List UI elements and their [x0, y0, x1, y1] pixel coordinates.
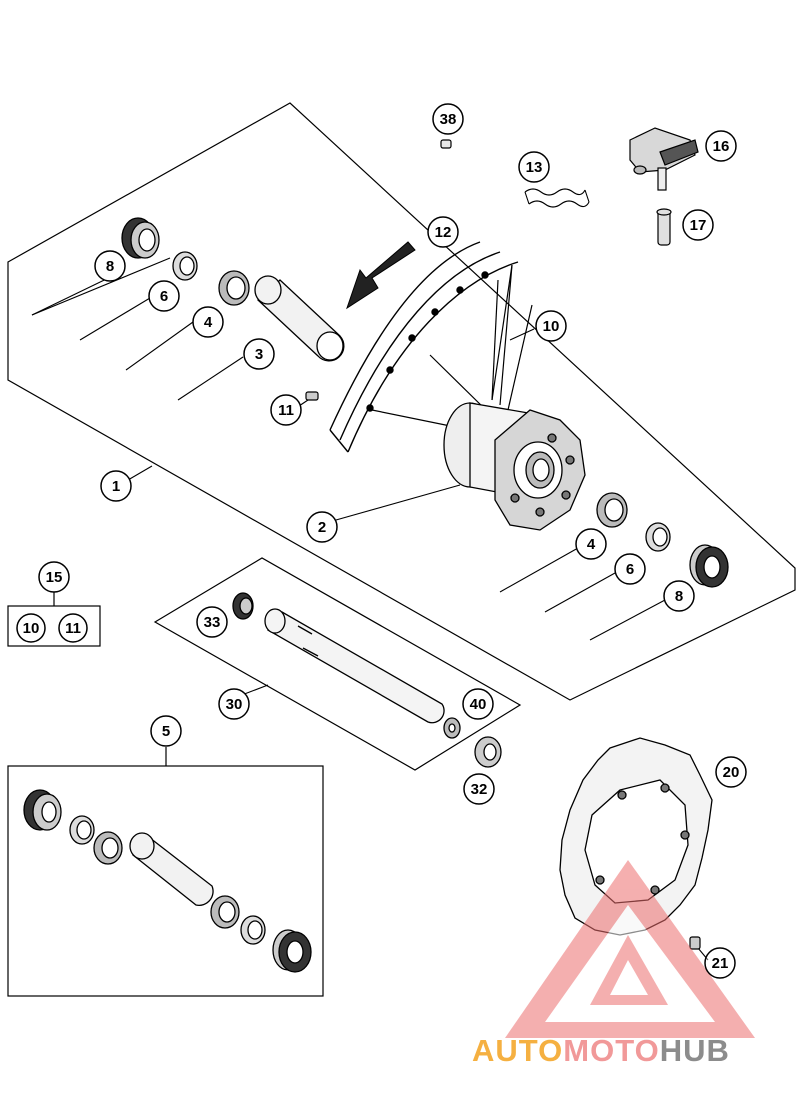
callout-6-left: 6 [148, 280, 180, 312]
bearing-kit-5-contents [23, 789, 312, 973]
svg-text:30: 30 [226, 696, 243, 713]
callout-40: 40 [462, 688, 494, 720]
part-38-valve-cap [440, 139, 452, 149]
part-2-hub [443, 402, 586, 531]
svg-text:11: 11 [65, 620, 81, 637]
svg-text:17: 17 [690, 217, 707, 234]
callout-11-kit: 11 [58, 613, 88, 643]
svg-text:40: 40 [470, 696, 487, 713]
part-33-collar [232, 592, 254, 620]
part-20-brake-disc [559, 737, 713, 936]
part-6-ring-right [645, 522, 671, 552]
watermark-part-moto: MOTO [563, 1033, 660, 1068]
callout-10-kit: 10 [16, 613, 46, 643]
callout-5: 5 [150, 715, 182, 747]
part-10-spokes [371, 264, 533, 431]
part-11-spoke-nipple [305, 391, 319, 401]
callout-2: 2 [306, 511, 338, 543]
callout-4-right: 4 [575, 528, 607, 560]
svg-text:10: 10 [23, 620, 40, 637]
part-8-seal-right [689, 544, 729, 588]
svg-text:21: 21 [712, 955, 729, 972]
part-4-bearing-right [596, 492, 628, 528]
svg-text:4: 4 [204, 314, 213, 331]
watermark-part-hub: HUB [659, 1033, 730, 1068]
part-4-bearing-left [218, 270, 250, 306]
svg-text:16: 16 [713, 138, 730, 155]
svg-text:6: 6 [626, 561, 634, 578]
callout-15: 15 [38, 561, 70, 593]
callout-12: 12 [427, 216, 459, 248]
callout-33: 33 [196, 606, 228, 638]
svg-text:3: 3 [255, 346, 263, 363]
callout-1: 1 [100, 470, 132, 502]
svg-text:12: 12 [435, 224, 452, 241]
svg-text:8: 8 [106, 258, 114, 275]
callout-3: 3 [243, 338, 275, 370]
part-40-washer [443, 717, 461, 739]
callout-6-right: 6 [614, 553, 646, 585]
svg-text:6: 6 [160, 288, 168, 305]
callout-13: 13 [518, 151, 550, 183]
part-17-nut [656, 208, 672, 246]
svg-text:8: 8 [675, 588, 683, 605]
axle-frame [153, 557, 522, 771]
part-13-rim-tape [524, 188, 590, 208]
callout-21: 21 [704, 947, 736, 979]
svg-text:2: 2 [318, 519, 326, 536]
part-6-ring-left [172, 251, 198, 281]
wheel-assembly-frame [7, 102, 796, 701]
callout-10-spokes: 10 [535, 310, 567, 342]
callout-11-nipple: 11 [270, 394, 302, 426]
svg-text:38: 38 [440, 111, 457, 128]
svg-text:15: 15 [46, 569, 63, 586]
part-21-screw [689, 936, 701, 950]
callout-17: 17 [682, 209, 714, 241]
svg-text:11: 11 [278, 402, 294, 419]
part-30-wheel-spindle [264, 608, 445, 724]
part-32-axle-nut [474, 736, 502, 768]
callout-32: 32 [463, 773, 495, 805]
part-3-distance-sleeve [254, 275, 345, 362]
part-16-rim-lock [629, 127, 699, 191]
callout-30: 30 [218, 688, 250, 720]
callout-8-right: 8 [663, 580, 695, 612]
svg-text:10: 10 [543, 318, 560, 335]
part-12-rim [329, 241, 519, 453]
rotation-arrow [346, 241, 416, 310]
watermark-part-auto: AUTO [472, 1033, 564, 1068]
svg-text:32: 32 [471, 781, 488, 798]
svg-text:33: 33 [204, 614, 221, 631]
callout-20: 20 [715, 756, 747, 788]
watermark-brand-text: AUTOMOTOHUB [472, 1033, 730, 1069]
callout-8-left: 8 [94, 250, 126, 282]
callout-16: 16 [705, 130, 737, 162]
svg-text:1: 1 [112, 478, 120, 495]
svg-text:5: 5 [162, 723, 170, 740]
callout-38: 38 [432, 103, 464, 135]
callout-4-left: 4 [192, 306, 224, 338]
leader-lines [31, 257, 709, 961]
svg-text:20: 20 [723, 764, 740, 781]
watermark-logo-triangle [505, 860, 755, 1038]
svg-text:4: 4 [587, 536, 596, 553]
part-8-seal-left [121, 217, 160, 259]
svg-text:13: 13 [526, 159, 543, 176]
